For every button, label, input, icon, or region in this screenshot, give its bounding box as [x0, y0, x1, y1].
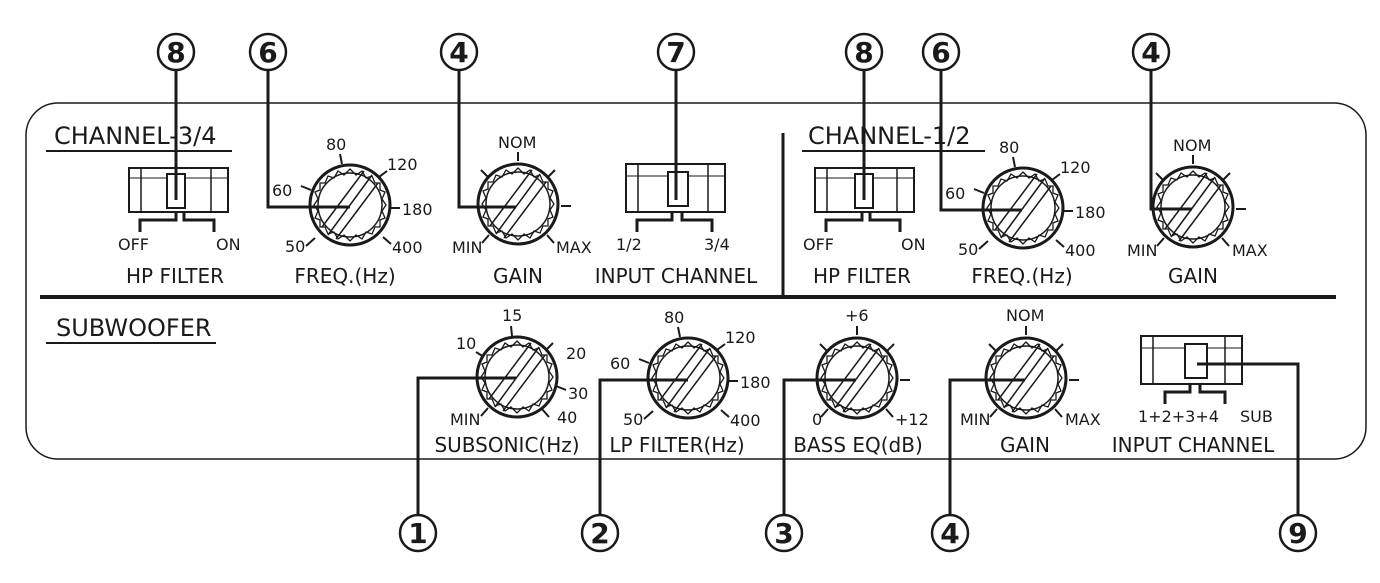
- svg-text:6: 6: [931, 36, 950, 69]
- ch34-hp-filter-label: HP FILTER: [126, 264, 224, 288]
- svg-text:4: 4: [449, 36, 468, 69]
- callout-4-top-left: 4: [439, 32, 479, 72]
- channel-3-4-heading: CHANNEL-3/4: [54, 122, 217, 150]
- ch34-input-channel-label: INPUT CHANNEL: [595, 264, 758, 288]
- ch12-hp-on-label: ON: [901, 235, 926, 254]
- svg-text:3: 3: [774, 517, 793, 550]
- ch34-freq-knob[interactable]: [300, 153, 400, 247]
- sub-input-right-label: SUB: [1240, 407, 1273, 426]
- callout-leaders: [174, 70, 1300, 515]
- callout-3: 3: [764, 513, 804, 553]
- sub-lp-filter-knob[interactable]: [638, 326, 738, 420]
- sub-subsonic-knob[interactable]: [475, 325, 567, 419]
- sub-subsonic-tick-10: 10: [456, 334, 476, 353]
- ch34-freq-tick-50: 50: [285, 237, 305, 256]
- ch12-freq-tick-400: 400: [1065, 241, 1096, 260]
- ch12-freq-tick-80: 80: [999, 138, 1019, 157]
- ch34-freq-tick-60: 60: [272, 181, 292, 200]
- sub-subsonic-tick-15: 15: [502, 306, 522, 325]
- ch12-gain-knob[interactable]: [1151, 155, 1246, 249]
- callout-6-top-right: 6: [921, 32, 961, 72]
- sub-lp-tick-80: 80: [664, 308, 684, 327]
- ch34-freq-tick-120: 120: [387, 155, 418, 174]
- svg-text:8: 8: [854, 36, 873, 69]
- sub-lp-filter-label: LP FILTER(Hz): [609, 433, 744, 457]
- sub-bass-eq-label: BASS EQ(dB): [793, 433, 923, 457]
- ch12-gain-tick-nom: NOM: [1173, 136, 1211, 155]
- sub-input-channel-switch[interactable]: [1140, 335, 1243, 404]
- subwoofer-heading: SUBWOOFER: [56, 314, 212, 342]
- sub-gain-tick-max: MAX: [1065, 410, 1101, 429]
- ch34-gain-tick-min: MIN: [452, 238, 483, 257]
- ch34-hp-off-label: OFF: [118, 235, 149, 254]
- ch12-freq-knob[interactable]: [973, 156, 1073, 250]
- ch34-gain-tick-max: MAX: [556, 238, 592, 257]
- ch12-hp-off-label: OFF: [803, 235, 834, 254]
- sub-subsonic-label: SUBSONIC(Hz): [434, 433, 579, 457]
- callout-8-top-right: 8: [844, 32, 884, 72]
- callout-8-top-left: 8: [156, 32, 196, 72]
- sub-input-left-label: 1+2+3+4: [1138, 407, 1219, 426]
- ch12-freq-tick-180: 180: [1075, 203, 1106, 222]
- ch34-freq-tick-400: 400: [392, 238, 423, 257]
- ch12-hp-filter-label: HP FILTER: [813, 264, 911, 288]
- ch12-freq-label: FREQ.(Hz): [971, 264, 1072, 288]
- sub-lp-tick-400: 400: [730, 411, 761, 430]
- svg-text:4: 4: [940, 517, 959, 550]
- ch12-gain-tick-min: MIN: [1127, 241, 1158, 260]
- ch34-freq-tick-80: 80: [326, 135, 346, 154]
- ch34-hp-on-label: ON: [216, 235, 241, 254]
- sub-input-channel-label: INPUT CHANNEL: [1112, 433, 1275, 457]
- ch12-freq-tick-50: 50: [958, 240, 978, 259]
- ch34-input-right-label: 3/4: [704, 235, 730, 254]
- svg-text:1: 1: [408, 517, 427, 550]
- callout-2: 2: [580, 513, 620, 553]
- sub-gain-label: GAIN: [1000, 433, 1050, 457]
- sub-subsonic-tick-30: 30: [568, 384, 588, 403]
- svg-text:7: 7: [666, 36, 685, 69]
- ch12-gain-tick-max: MAX: [1232, 241, 1268, 260]
- svg-text:2: 2: [590, 517, 609, 550]
- sub-lp-tick-50: 50: [623, 410, 643, 429]
- callout-7: 7: [656, 32, 696, 72]
- sub-lp-tick-60: 60: [610, 354, 630, 373]
- callout-1: 1: [398, 513, 438, 553]
- sub-subsonic-tick-20: 20: [566, 344, 586, 363]
- sub-gain-tick-nom: NOM: [1006, 306, 1044, 325]
- panel-outline: [25, 102, 1367, 460]
- callout-6-top-left: 6: [248, 32, 288, 72]
- ch12-gain-label: GAIN: [1168, 264, 1218, 288]
- ch12-freq-tick-60: 60: [945, 184, 965, 203]
- ch34-freq-tick-180: 180: [402, 200, 433, 219]
- svg-text:6: 6: [258, 36, 277, 69]
- svg-text:8: 8: [166, 36, 185, 69]
- callout-9: 9: [1278, 513, 1318, 553]
- ch34-gain-tick-nom: NOM: [498, 133, 536, 152]
- ch34-gain-label: GAIN: [493, 264, 543, 288]
- sub-bass-eq-knob[interactable]: [815, 326, 910, 420]
- svg-text:4: 4: [1141, 36, 1160, 69]
- sub-gain-tick-min: MIN: [960, 410, 991, 429]
- sub-gain-knob[interactable]: [984, 326, 1079, 420]
- channel-1-2-heading: CHANNEL-1/2: [808, 122, 971, 150]
- sub-bass-eq-tick-0: 0: [812, 410, 822, 429]
- sub-bass-eq-tick-6: +6: [845, 306, 869, 325]
- sub-subsonic-tick-40: 40: [557, 408, 577, 427]
- ch34-hp-filter-switch[interactable]: [128, 167, 229, 232]
- sub-subsonic-tick-min: MIN: [450, 410, 481, 429]
- sub-lp-tick-180: 180: [740, 373, 771, 392]
- sub-bass-eq-tick-12: +12: [895, 410, 929, 429]
- ch34-gain-knob[interactable]: [476, 152, 571, 246]
- ch34-freq-label: FREQ.(Hz): [294, 264, 395, 288]
- svg-text:9: 9: [1288, 517, 1307, 550]
- ch12-freq-tick-120: 120: [1060, 158, 1091, 177]
- ch34-input-left-label: 1/2: [616, 235, 642, 254]
- callout-4-bottom: 4: [930, 513, 970, 553]
- callout-4-top-right: 4: [1131, 32, 1171, 72]
- sub-lp-tick-120: 120: [725, 328, 756, 347]
